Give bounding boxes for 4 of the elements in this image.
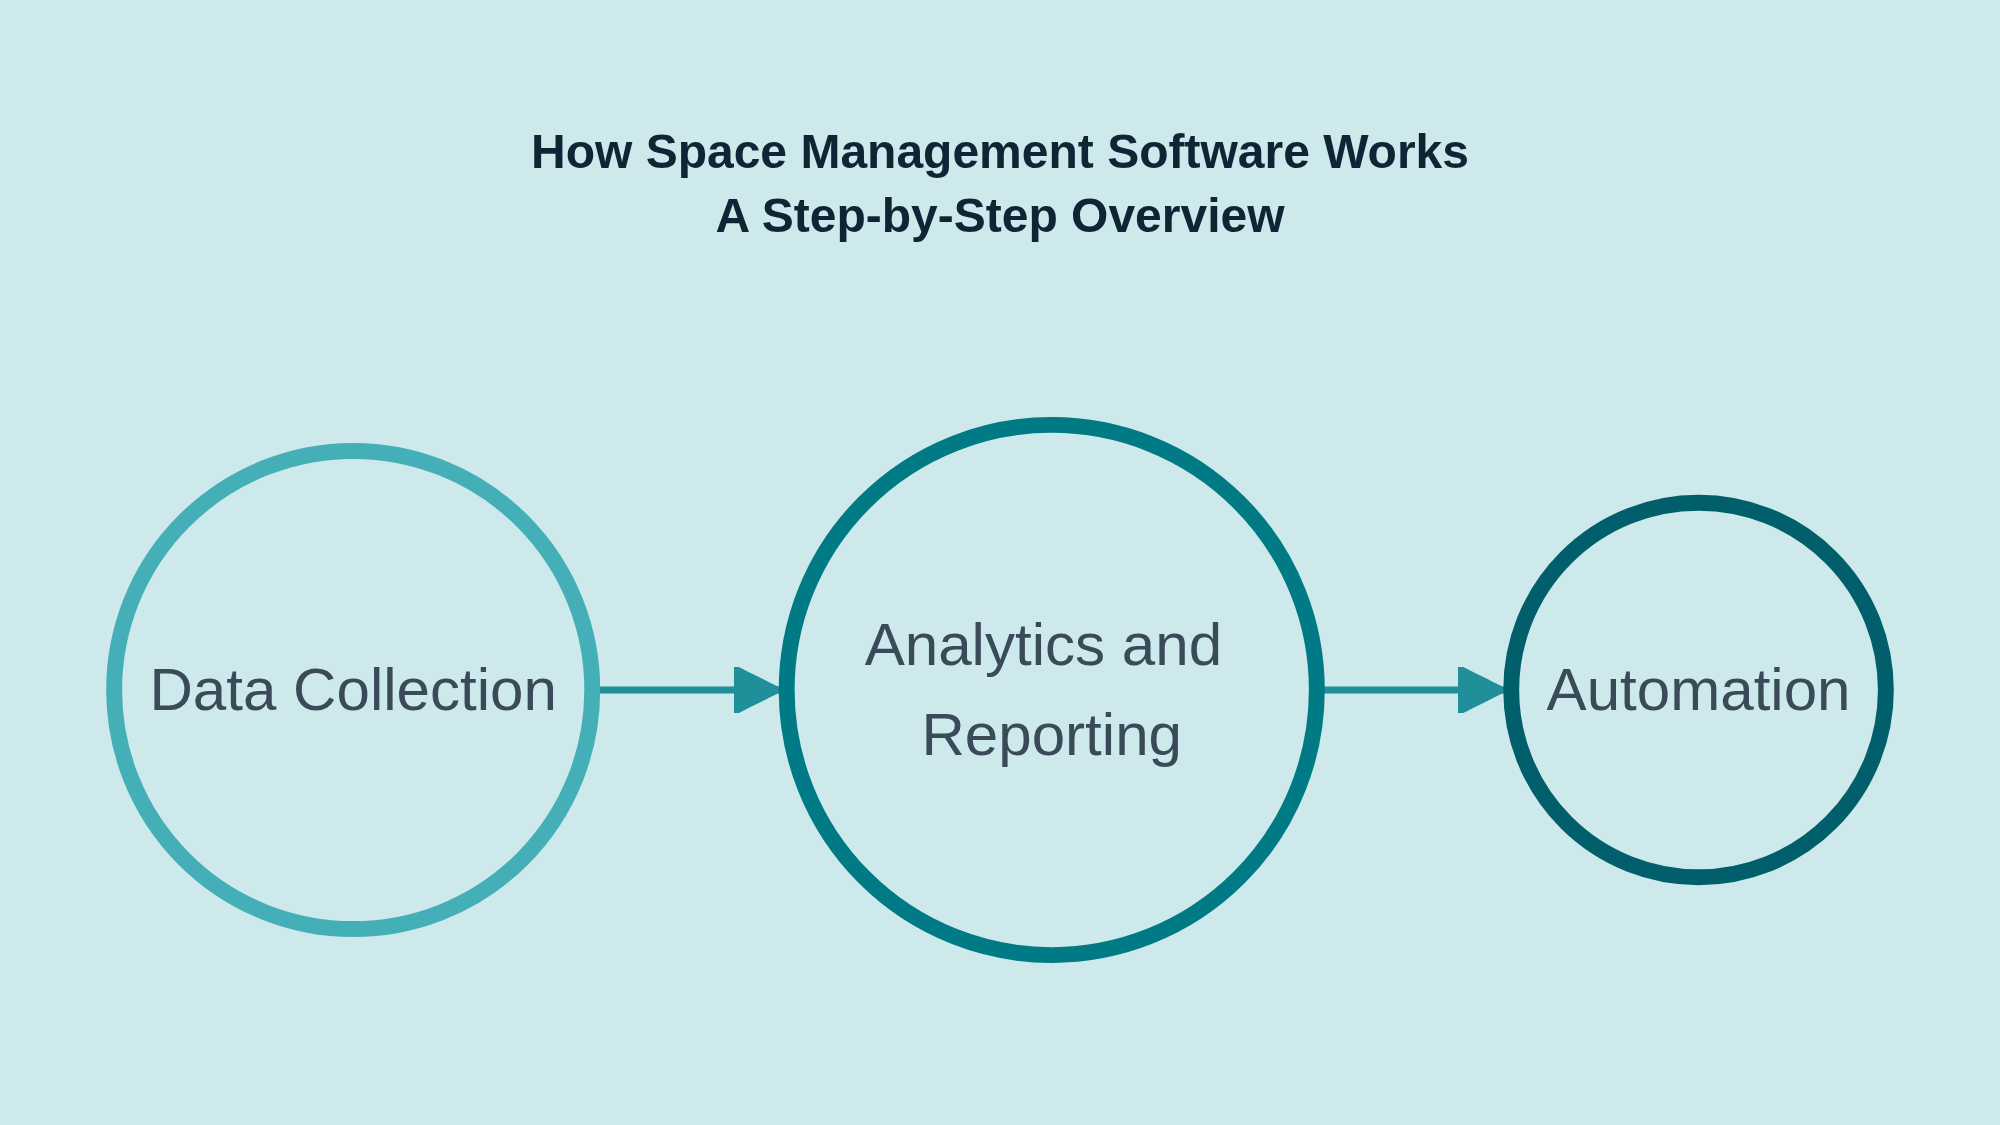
title: How Space Management Software Works A Step-by-Step Overview <box>530 124 1470 244</box>
node-circle: Data Collection <box>106 443 601 938</box>
node-circle: Automation <box>1503 494 1894 886</box>
node-circle: Analytics and Reporting <box>778 416 1325 964</box>
